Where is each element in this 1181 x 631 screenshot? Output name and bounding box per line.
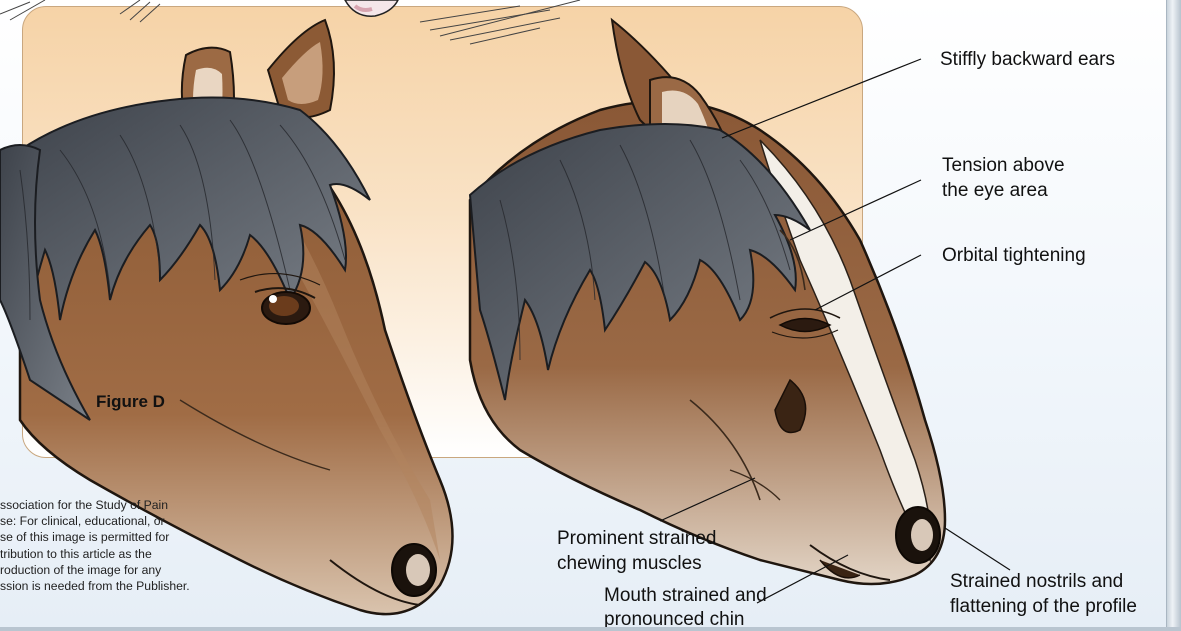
callout-chewing-line1: Prominent strained	[557, 527, 716, 550]
top-partial-drawing	[0, 0, 580, 44]
callout-nostrils-line1: Strained nostrils and	[950, 570, 1123, 593]
callout-chewing-line2: chewing muscles	[557, 552, 702, 575]
callout-nostrils-line2: flattening of the profile	[950, 595, 1137, 618]
page-edge	[1166, 0, 1181, 631]
callout-tension-line1: Tension above	[942, 154, 1065, 177]
callout-mouth-line1: Mouth strained and	[604, 584, 767, 607]
figure-label: Figure D	[96, 392, 165, 412]
callout-orbital: Orbital tightening	[942, 244, 1086, 267]
copyright-notice: ssociation for the Study of Pain se: For…	[0, 497, 236, 594]
callout-tension-line2: the eye area	[942, 179, 1048, 202]
callout-ears: Stiffly backward ears	[940, 48, 1115, 71]
page-bottom-edge	[0, 627, 1181, 631]
